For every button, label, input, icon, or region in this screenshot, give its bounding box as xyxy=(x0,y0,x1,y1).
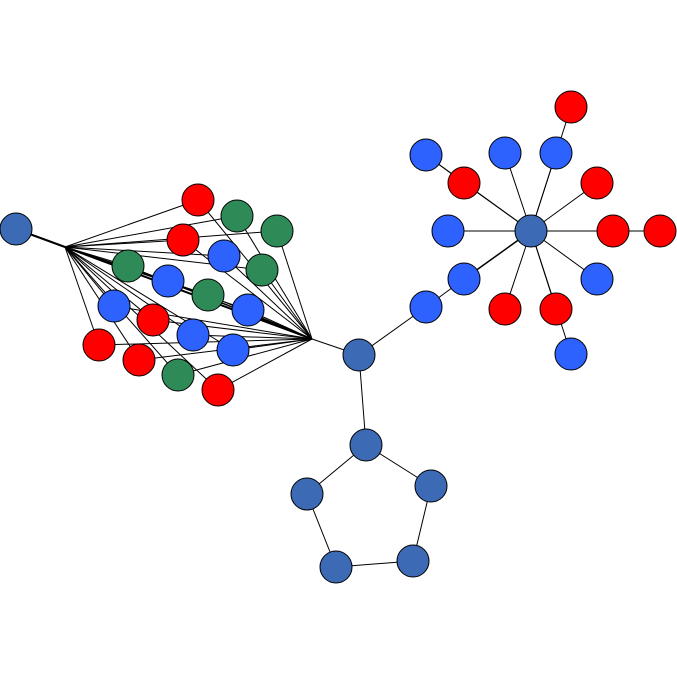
node-c5 xyxy=(207,239,241,273)
node-c12 xyxy=(136,303,170,337)
node-s10 xyxy=(580,262,614,296)
edge-fan-left-c5 xyxy=(64,246,225,257)
node-c6 xyxy=(245,253,279,287)
node-c16 xyxy=(122,343,156,377)
node-r3 xyxy=(414,469,448,503)
node-s6 xyxy=(580,166,614,200)
edge-fan-right-c12 xyxy=(152,319,313,340)
node-c11 xyxy=(97,289,131,323)
edge-fan-left-c15 xyxy=(64,246,100,346)
edge-fan-right-c13 xyxy=(192,334,313,340)
node-junction xyxy=(342,338,376,372)
edge-fan-right-c3 xyxy=(276,230,313,340)
node-c15 xyxy=(82,328,116,362)
edge-fan-left-fan-right xyxy=(64,246,313,340)
node-c1 xyxy=(181,183,215,217)
node-s3 xyxy=(488,136,522,170)
edge-fan-right-c18 xyxy=(217,338,313,391)
node-s1 xyxy=(554,90,588,124)
edge-fan-right-c5 xyxy=(223,255,313,340)
node-r5 xyxy=(396,544,430,578)
node-s4 xyxy=(539,136,573,170)
node-s7 xyxy=(431,214,465,248)
edge-fan-left-c2 xyxy=(64,215,238,248)
node-c17 xyxy=(161,358,195,392)
node-c4 xyxy=(166,223,200,257)
node-s5 xyxy=(447,166,481,200)
edge-fan-right-c4 xyxy=(182,239,313,340)
edge-fan-left-c12 xyxy=(64,246,154,321)
edge-fan-left-c13 xyxy=(64,246,194,336)
node-c2 xyxy=(220,199,254,233)
edge-fan-left-c1 xyxy=(64,199,199,248)
node-s13 xyxy=(554,337,588,371)
node-c8 xyxy=(151,264,185,298)
node-r2 xyxy=(290,477,324,511)
node-s9 xyxy=(643,214,677,248)
node-s12 xyxy=(539,292,573,326)
node-c7 xyxy=(111,249,145,283)
node-s11 xyxy=(488,292,522,326)
node-s2 xyxy=(409,138,443,172)
node-c13 xyxy=(176,318,210,352)
node-c9 xyxy=(191,278,225,312)
node-p1 xyxy=(409,290,443,324)
nodes xyxy=(0,90,677,584)
edge-star-hub-s13 xyxy=(530,230,572,355)
node-far-left xyxy=(0,212,33,246)
node-c3 xyxy=(260,214,294,248)
node-c10 xyxy=(231,293,265,327)
node-c18 xyxy=(201,373,235,407)
node-r4 xyxy=(319,550,353,584)
node-p2 xyxy=(447,262,481,296)
node-r1 xyxy=(349,428,383,462)
node-c14 xyxy=(216,333,250,367)
node-s8 xyxy=(596,214,630,248)
edge-fan-left-c4 xyxy=(64,239,184,248)
node-star-hub xyxy=(514,214,548,248)
